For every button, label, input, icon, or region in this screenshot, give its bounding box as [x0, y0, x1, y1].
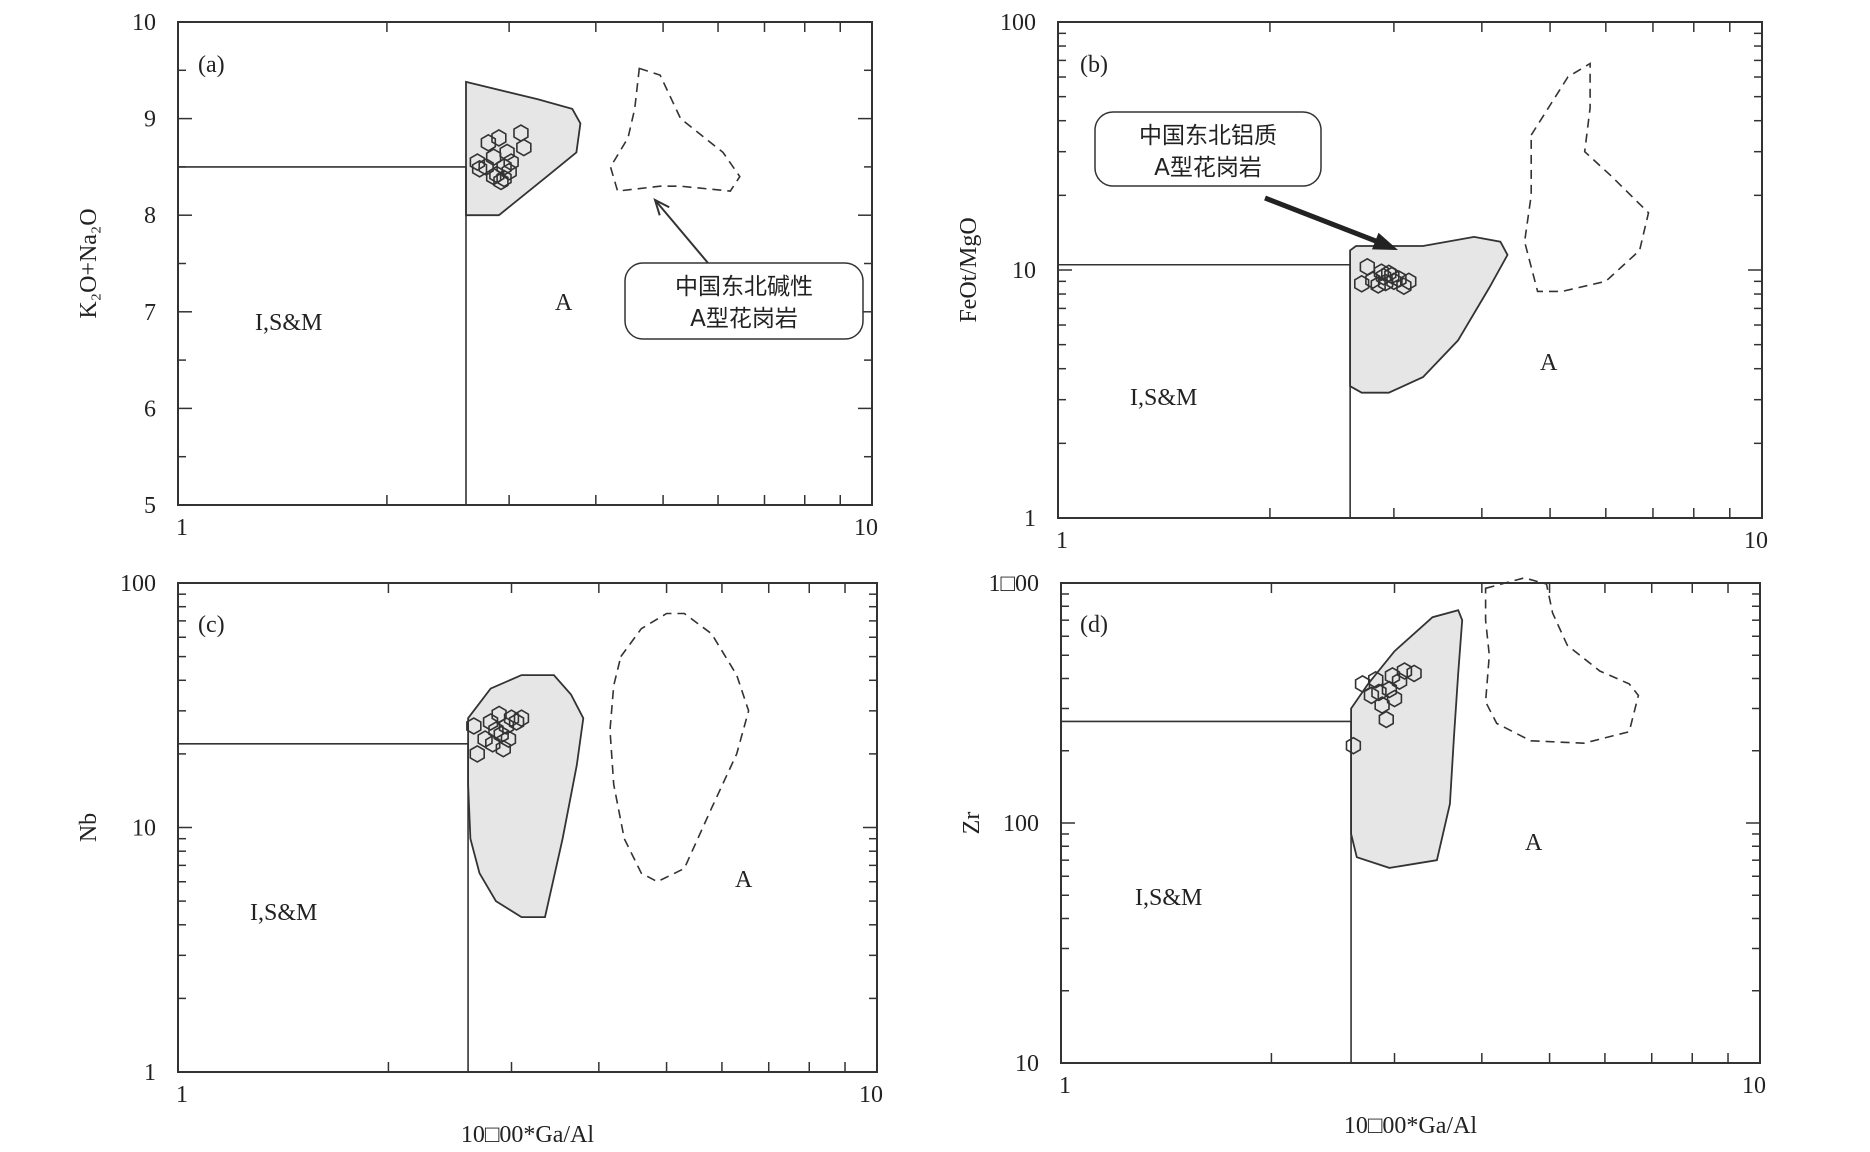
data-point: [498, 717, 515, 735]
data-point: [493, 172, 509, 191]
field-polygon-solid: [1349, 235, 1509, 394]
panel-label: (d): [1080, 612, 1108, 638]
data-point: [1384, 266, 1400, 285]
data-point: [1396, 277, 1412, 296]
y-tick-label: 1□00: [989, 571, 1040, 597]
x-tick-label: 1: [1059, 1073, 1071, 1099]
callout-box: [1094, 111, 1322, 187]
callout-arrow: [1264, 195, 1387, 248]
data-point: [478, 157, 494, 176]
region-label-isam: I,S&M: [1130, 385, 1197, 411]
data-point: [469, 744, 486, 763]
data-point: [482, 713, 499, 731]
y-tick-label: 100: [1000, 10, 1036, 36]
data-point: [1363, 686, 1380, 705]
y-tick-label: 7: [144, 300, 156, 326]
x-tick-label: 10: [1744, 528, 1768, 554]
callout-arrow: [654, 199, 709, 264]
y-axis-label: Zr: [959, 812, 985, 835]
y-axis-label: FeOt/MgO: [956, 217, 982, 322]
data-point: [1386, 689, 1403, 708]
y-tick-label: 1: [1024, 506, 1036, 532]
y-tick-label: 10: [132, 816, 156, 842]
data-point: [469, 153, 486, 172]
field-polygon-solid: [1350, 609, 1464, 869]
x-tick-label: 1: [176, 1082, 188, 1108]
data-point: [1381, 680, 1398, 699]
x-axis-label: 10□00*Ga/Al: [1344, 1113, 1477, 1139]
region-label-a: A: [1540, 350, 1558, 376]
y-axis-label: Nb: [76, 813, 102, 842]
data-point: [500, 730, 517, 749]
data-point: [513, 709, 530, 728]
callout-text: A型花岗岩: [690, 306, 798, 332]
data-point: [1365, 271, 1381, 290]
y-tick-label: 100: [120, 571, 156, 597]
data-point: [1401, 272, 1417, 291]
callout-arrow-head: [1372, 232, 1398, 250]
data-point: [496, 169, 512, 188]
data-point: [1406, 664, 1422, 683]
region-label-isam: I,S&M: [255, 310, 322, 336]
region-label-a: A: [735, 867, 753, 893]
data-point: [1370, 276, 1386, 294]
field-polygon-dashed: [1484, 577, 1640, 745]
data-point: [495, 739, 512, 758]
callout-arrow-head: [653, 198, 670, 216]
field-polygon-dashed: [609, 67, 741, 192]
data-point: [499, 143, 515, 162]
field-polygon-dashed: [1523, 62, 1650, 293]
data-point: [1371, 683, 1387, 702]
y-tick-label: 1: [144, 1060, 156, 1086]
data-point: [491, 128, 507, 147]
y-tick-label: 8: [144, 203, 156, 229]
y-tick-label: 100: [1003, 811, 1039, 837]
data-point: [471, 159, 488, 178]
x-tick-label: 1: [176, 515, 188, 541]
data-point: [480, 133, 497, 152]
x-tick-label: 10: [854, 515, 878, 541]
x-tick-label: 10: [1742, 1073, 1766, 1099]
y-tick-label: 9: [144, 107, 156, 133]
callout-text: 中国东北铝质: [1139, 123, 1277, 149]
data-point: [1368, 670, 1384, 689]
callout-box: [624, 262, 864, 340]
region-label-isam: I,S&M: [250, 900, 317, 926]
callout-text: A型花岗岩: [1154, 155, 1262, 181]
panel-label: (a): [198, 52, 225, 78]
region-label-isam: I,S&M: [1135, 885, 1202, 911]
x-tick-label: 1: [1056, 528, 1068, 554]
data-point: [1373, 263, 1390, 282]
data-point: [484, 734, 501, 753]
data-point: [466, 717, 482, 735]
field-polygon-dashed: [609, 612, 750, 883]
y-tick-label: 10: [1012, 258, 1036, 284]
data-point: [1354, 274, 1370, 293]
data-point: [508, 713, 525, 731]
data-point: [1378, 710, 1394, 729]
field-polygon-solid: [467, 674, 585, 918]
data-point: [1375, 267, 1392, 286]
data-point: [516, 138, 532, 157]
y-tick-label: 6: [144, 396, 156, 422]
callout-text: 中国东北碱性: [675, 274, 813, 300]
x-tick-label: 10: [859, 1082, 883, 1108]
y-axis-label: K₂O+Na₂O: [76, 208, 102, 318]
y-tick-label: 5: [144, 493, 156, 519]
y-tick-label: 10: [1015, 1051, 1039, 1077]
region-label-a: A: [1525, 830, 1543, 856]
region-label-a: A: [555, 290, 573, 316]
y-tick-label: 10: [132, 10, 156, 36]
x-axis-label: 10□00*Ga/Al: [461, 1122, 594, 1148]
panel-label: (b): [1080, 52, 1108, 78]
data-point: [1345, 736, 1362, 755]
panel-label: (c): [198, 612, 225, 638]
data-point: [1377, 273, 1394, 292]
